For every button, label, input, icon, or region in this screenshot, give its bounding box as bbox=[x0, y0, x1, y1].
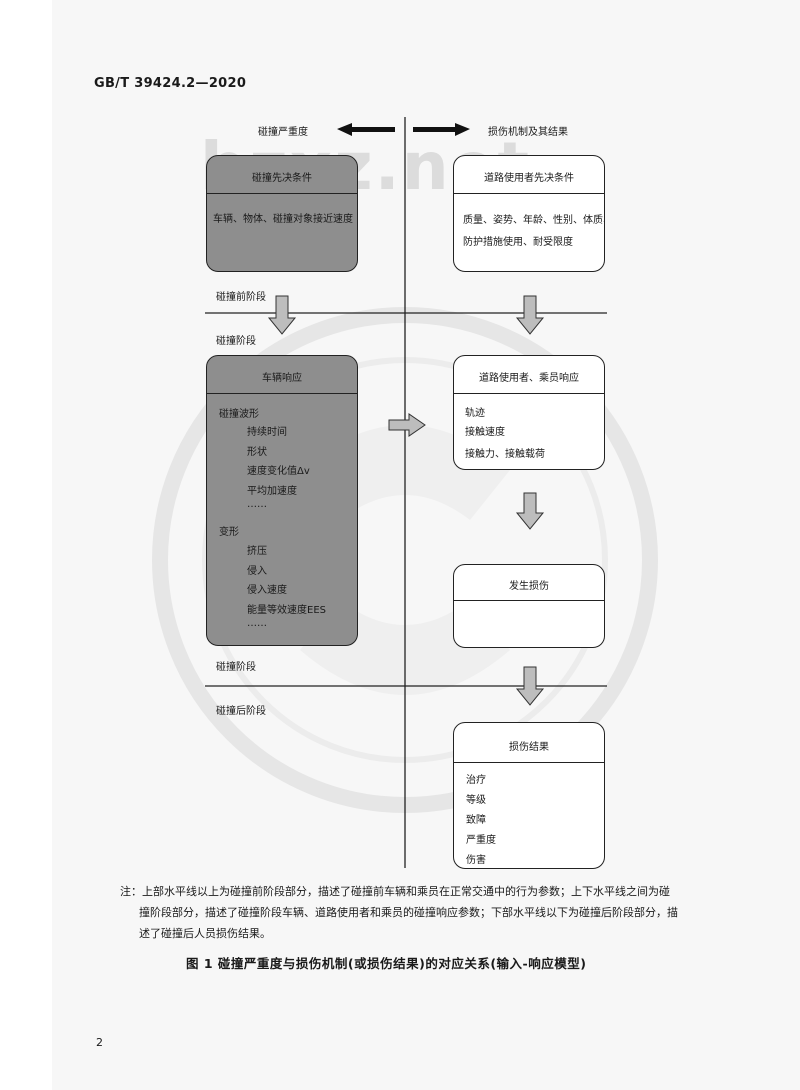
stage-crash: 碰撞阶段 bbox=[216, 336, 256, 347]
standard-number: GB/T 39424.2—2020 bbox=[94, 76, 247, 91]
figure-caption: 图 1 碰撞严重度与损伤机制(或损伤结果)的对应关系(输入-响应模型) bbox=[186, 956, 587, 971]
arrow-down-injury bbox=[515, 666, 545, 706]
box-line: …… bbox=[247, 499, 267, 510]
box-vehicle-response: 车辆响应 碰撞波形 持续时间 形状 速度变化值Δv 平均加速度 …… 变形 挤压… bbox=[206, 355, 358, 646]
arrow-right-response bbox=[388, 413, 426, 437]
box-line: 平均加速度 bbox=[247, 486, 297, 497]
box-line: 持续时间 bbox=[247, 427, 287, 438]
box-line: 防护措施使用、耐受限度 bbox=[463, 237, 573, 248]
note-line-2: 撞阶段部分，描述了碰撞阶段车辆、道路使用者和乘员的碰撞响应参数；下部水平线以下为… bbox=[139, 906, 678, 919]
box-line: 严重度 bbox=[466, 835, 496, 846]
box-line: 车辆、物体、碰撞对象接近速度 bbox=[213, 214, 353, 225]
box-line: 形状 bbox=[247, 447, 267, 458]
box-collision-preconditions: 碰撞先决条件 车辆、物体、碰撞对象接近速度 bbox=[206, 155, 358, 272]
box-line: 治疗 bbox=[466, 775, 486, 786]
stage-pre-crash: 碰撞前阶段 bbox=[216, 292, 266, 303]
box-title: 道路使用者先决条件 bbox=[484, 173, 574, 184]
box-line: 碰撞波形 bbox=[219, 409, 259, 420]
label-collision-severity: 碰撞严重度 bbox=[258, 127, 308, 138]
box-line: 挤压 bbox=[247, 546, 267, 557]
box-line: 变形 bbox=[219, 527, 239, 538]
box-injury-outcome: 损伤结果 治疗 等级 致障 严重度 伤害 bbox=[453, 722, 605, 869]
box-line: 伤害 bbox=[466, 855, 486, 866]
box-title: 碰撞先决条件 bbox=[252, 173, 312, 184]
box-road-user-preconditions: 道路使用者先决条件 质量、姿势、年龄、性别、体质、 防护措施使用、耐受限度 bbox=[453, 155, 605, 272]
note-line-1: 注：上部水平线以上为碰撞前阶段部分，描述了碰撞前车辆和乘员在正常交通中的行为参数… bbox=[120, 885, 670, 898]
box-title: 车辆响应 bbox=[262, 373, 302, 384]
box-line: 速度变化值Δv bbox=[247, 466, 310, 477]
arrow-down-response bbox=[515, 492, 545, 530]
arrow-left-black bbox=[337, 123, 395, 136]
box-injury-occurrence: 发生损伤 bbox=[453, 564, 605, 648]
page-number: 2 bbox=[96, 1036, 103, 1049]
label-injury-mechanism: 损伤机制及其结果 bbox=[488, 127, 568, 138]
box-line: 轨迹 bbox=[465, 408, 485, 419]
box-title: 道路使用者、乘员响应 bbox=[479, 373, 579, 384]
box-occupant-response: 道路使用者、乘员响应 轨迹 接触速度 接触力、接触载荷 bbox=[453, 355, 605, 470]
box-line: 侵入 bbox=[247, 566, 267, 577]
stage-post-crash: 碰撞后阶段 bbox=[216, 706, 266, 717]
arrow-down-right-pre bbox=[515, 295, 545, 335]
box-line: …… bbox=[247, 618, 267, 629]
box-line: 能量等效速度EES bbox=[247, 605, 326, 616]
box-title: 发生损伤 bbox=[509, 581, 549, 592]
box-line: 接触力、接触载荷 bbox=[465, 449, 545, 460]
arrow-down-left-pre bbox=[267, 295, 297, 335]
arrow-right-black bbox=[413, 123, 470, 136]
box-line: 接触速度 bbox=[465, 427, 505, 438]
box-line: 等级 bbox=[466, 795, 486, 806]
page-background bbox=[52, 0, 800, 1090]
stage-crash-end: 碰撞阶段 bbox=[216, 662, 256, 673]
box-line: 质量、姿势、年龄、性别、体质、 bbox=[463, 215, 605, 226]
note-line-3: 述了碰撞后人员损伤结果。 bbox=[139, 927, 271, 940]
box-title: 损伤结果 bbox=[509, 742, 549, 753]
box-line: 致障 bbox=[466, 815, 486, 826]
box-line: 侵入速度 bbox=[247, 585, 287, 596]
